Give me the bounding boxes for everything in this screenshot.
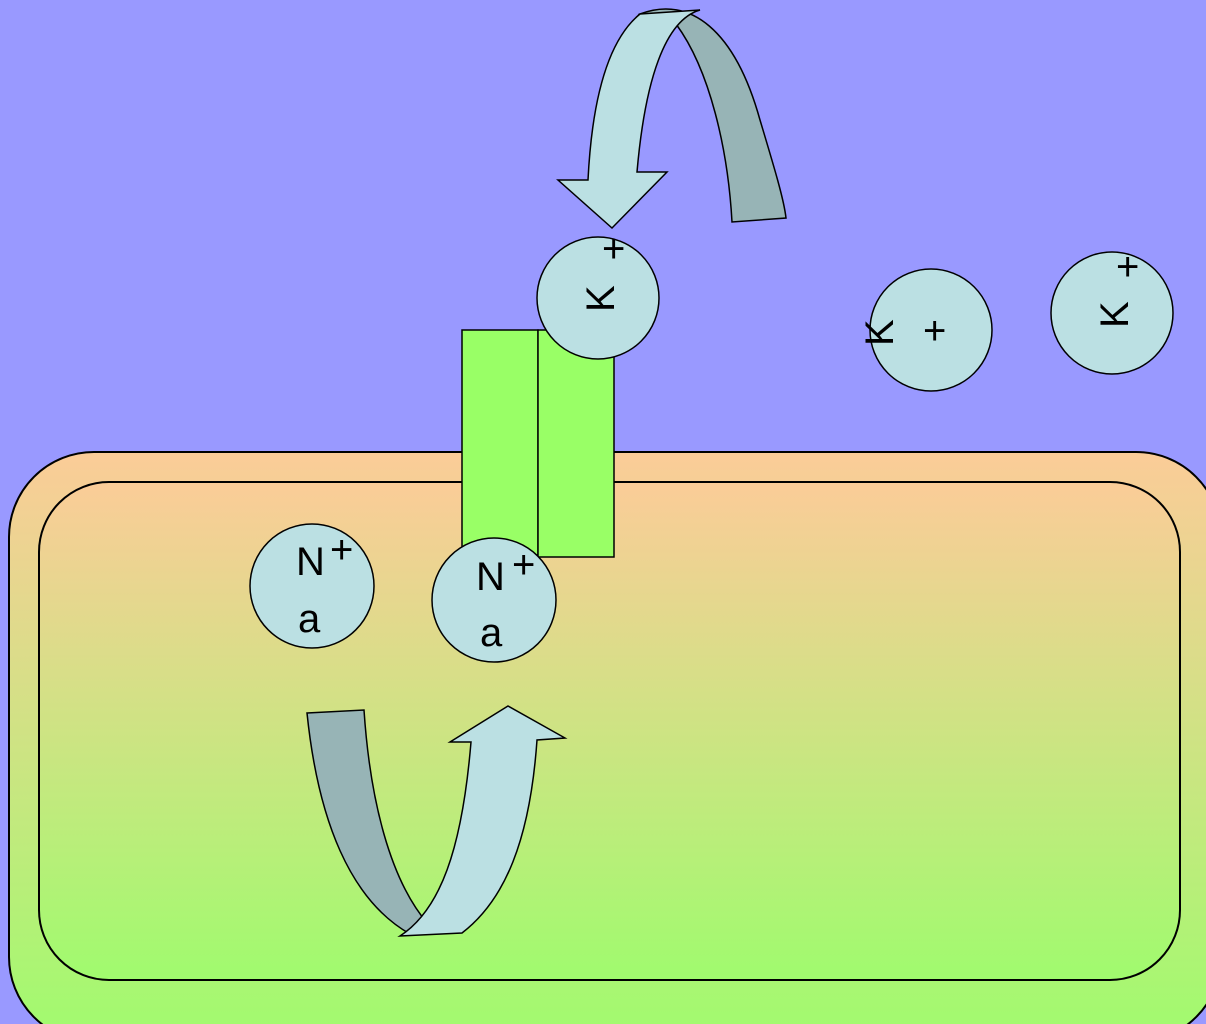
ion-label: N [296, 540, 325, 584]
ion-label-line2: a [480, 611, 503, 655]
ion-circle [431, 537, 557, 663]
ion-charge: + [330, 528, 353, 572]
curved-up-arrow-icon [306, 705, 568, 937]
ion-label: K [858, 319, 902, 346]
ion-circle [869, 268, 993, 392]
ion-charge: + [923, 309, 946, 353]
curved-down-arrow-icon [556, 8, 787, 230]
potassium-ion: K + [1050, 245, 1174, 375]
top-arrow-front-band [556, 9, 701, 230]
potassium-ion-at-channel: K + [536, 227, 660, 360]
top-arrow-back-band [637, 8, 787, 223]
ion-label: K [579, 285, 623, 312]
ion-label-line2: a [298, 597, 321, 641]
ion-charge: + [1116, 245, 1139, 289]
ion-charge: + [602, 227, 625, 271]
sodium-ion: N + a [249, 523, 375, 649]
ion-charge: + [512, 543, 535, 587]
channel-right-block [537, 329, 615, 558]
channel-left-block [461, 329, 539, 556]
ion-circle [249, 523, 375, 649]
ion-circle [1050, 251, 1174, 375]
potassium-ion: K + [858, 268, 993, 392]
bottom-arrow-front-band [397, 705, 568, 937]
ion-label: K [1093, 301, 1137, 328]
ion-label: N [476, 555, 505, 599]
sodium-ion-at-channel: N + a [431, 537, 557, 663]
ion-circle [536, 236, 660, 360]
